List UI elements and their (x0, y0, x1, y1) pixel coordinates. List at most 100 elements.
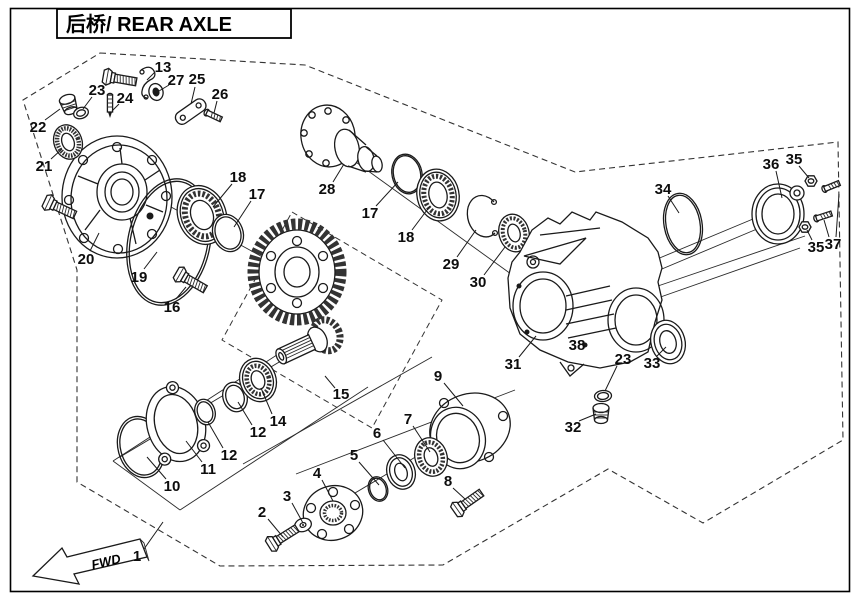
leader-line-36 (775, 170, 783, 199)
leader-line-37 (835, 193, 840, 238)
leader-line-12 (207, 421, 224, 449)
callout-12: 12 (250, 424, 267, 441)
leader-line-3 (291, 502, 304, 524)
page-title: 后桥/ REAR AXLE (66, 13, 232, 36)
callout-22: 22 (30, 119, 47, 136)
callout-18: 18 (398, 229, 415, 246)
callout-15: 15 (333, 386, 350, 403)
callout-27: 27 (168, 72, 185, 89)
part-19-o-ring (126, 178, 212, 306)
callout-29: 29 (443, 256, 460, 273)
part-12-shim-small (194, 398, 216, 426)
leader-line-17 (375, 181, 399, 207)
callout-19: 19 (131, 269, 148, 286)
leader-line-5 (358, 461, 380, 486)
part-5-o-ring (367, 476, 389, 502)
callout-5: 5 (350, 447, 358, 464)
leader-line-6 (382, 439, 406, 469)
leader-line-29 (456, 229, 477, 258)
leader-line-10 (146, 456, 167, 480)
part-28-differential-carrier (300, 104, 383, 173)
leader-line-1 (143, 521, 164, 550)
callout-25: 25 (189, 71, 206, 88)
callout-24: 24 (117, 90, 134, 107)
part-12-shim-large (222, 381, 248, 413)
callout-7: 7 (404, 411, 412, 428)
leader-line-22 (44, 108, 61, 121)
part-17-o-ring-center (391, 153, 423, 195)
leader-line-9 (443, 382, 464, 407)
part-35-nut-top (804, 175, 818, 187)
callout-9: 9 (434, 368, 442, 385)
callout-14: 14 (270, 413, 287, 430)
leader-line-37 (823, 219, 830, 238)
fwd-label: FWD (90, 551, 123, 572)
callout-23: 23 (89, 82, 106, 99)
callout-3: 3 (283, 488, 291, 505)
leader-line-11 (185, 440, 203, 463)
callout-35: 35 (808, 239, 825, 256)
leader-line-13 (146, 71, 156, 81)
callout-8: 8 (444, 473, 452, 490)
part-18-bearing-center (416, 168, 460, 222)
leader-line-19 (143, 251, 158, 270)
callout-34: 34 (655, 181, 672, 198)
leader-line-4 (321, 479, 334, 502)
part-30-bearing (498, 213, 530, 253)
callout-21: 21 (36, 158, 53, 175)
part-27-grommet (148, 82, 164, 102)
callout-20: 20 (78, 251, 95, 268)
callout-37: 37 (825, 236, 842, 253)
part-13-clamp (139, 66, 156, 100)
leader-line-2 (267, 518, 284, 538)
callout-2: 2 (258, 504, 266, 521)
leader-line-26 (213, 100, 218, 114)
leader-line-34 (667, 195, 680, 214)
title-box: 后桥/ REAR AXLE (56, 8, 292, 39)
leader-line-8 (452, 487, 466, 500)
part-34-o-ring (662, 192, 704, 256)
callout-4: 4 (313, 465, 322, 482)
leader-line-16 (175, 286, 187, 300)
assembly-boundary-dashed (22, 52, 844, 567)
part-33-oil-seal (649, 319, 687, 365)
part-31-gear-case (507, 211, 665, 377)
callout-28: 28 (319, 181, 336, 198)
callout-36: 36 (763, 156, 780, 173)
part-23-washer-right (593, 389, 613, 403)
leader-line-14 (260, 387, 273, 415)
callout-32: 32 (565, 419, 582, 436)
part-36-bearing-retainer (751, 183, 805, 245)
leader-line-15 (324, 375, 336, 389)
callout-35: 35 (786, 151, 803, 168)
callout-17: 17 (362, 205, 379, 222)
part-29-snap-ring (466, 194, 499, 238)
leader-line-23 (604, 365, 618, 392)
callout-38: 38 (569, 337, 586, 354)
part-7-bearing (413, 437, 449, 477)
callout-12: 12 (221, 447, 238, 464)
leader-line-25 (190, 86, 196, 105)
callout-1: 1 (133, 548, 141, 565)
leader-line-24 (111, 103, 120, 112)
part-20-bearing-cover (61, 135, 173, 259)
gearset-boundary-dashed (221, 211, 443, 429)
part-24-stud (106, 92, 114, 118)
callout-33: 33 (644, 355, 661, 372)
leader-line-31 (518, 335, 537, 358)
callout-16: 16 (164, 299, 181, 316)
callout-26: 26 (212, 86, 229, 103)
callout-18: 18 (230, 169, 247, 186)
part-15-ring-gear (247, 218, 347, 326)
leader-line-27 (158, 84, 170, 92)
leader-line-7 (412, 425, 431, 453)
part-23-washer-top (73, 106, 89, 120)
leader-line-18 (212, 183, 233, 208)
callout-30: 30 (470, 274, 487, 291)
callout-23: 23 (615, 351, 632, 368)
callout-31: 31 (505, 356, 522, 373)
leader-line-32 (578, 413, 597, 422)
part-14-bearing (238, 357, 278, 403)
part-35-nut-bottom (798, 221, 812, 233)
